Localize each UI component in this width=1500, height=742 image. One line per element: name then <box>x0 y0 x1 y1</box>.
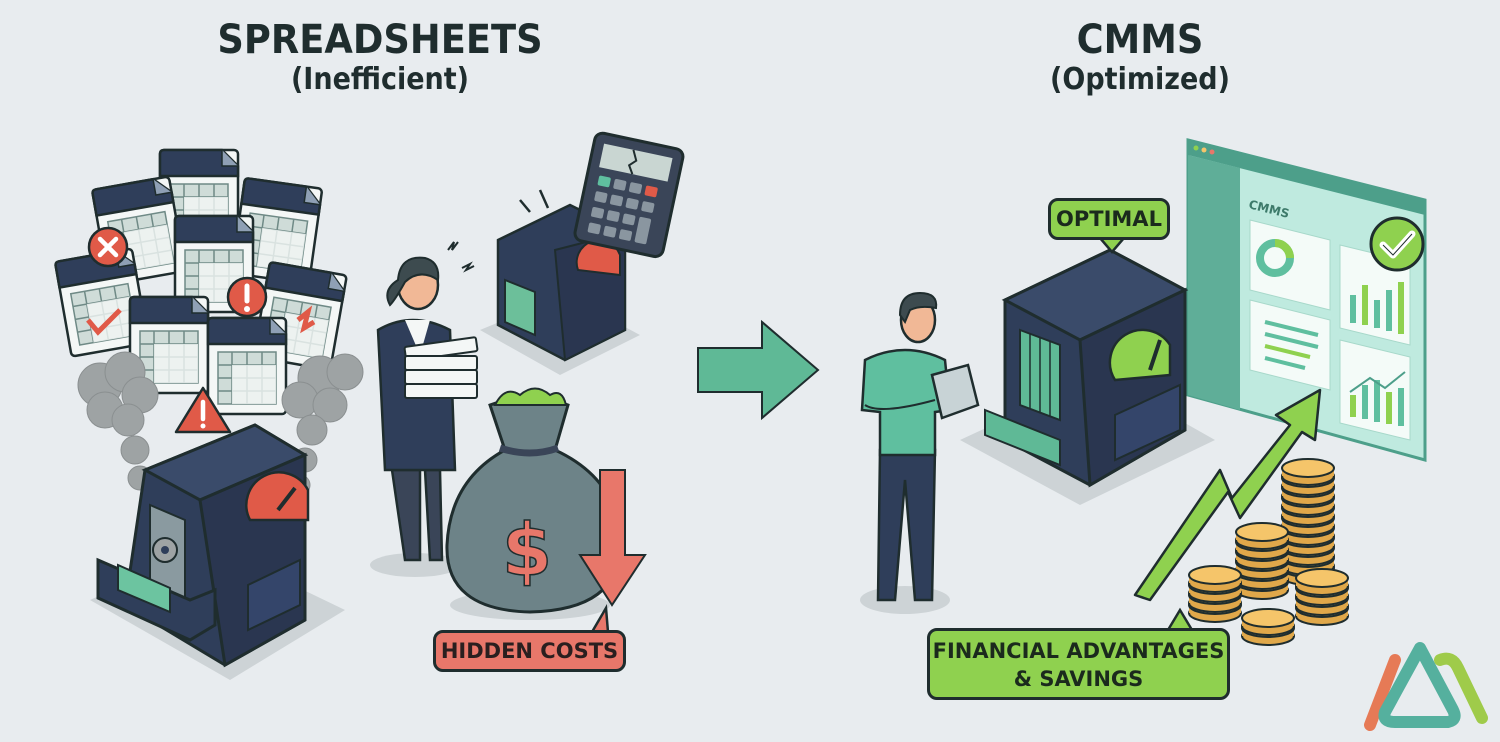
brand-logo <box>1364 642 1488 731</box>
optimal-machine <box>960 248 1215 505</box>
financial-callout-line2: & SAVINGS <box>1013 667 1144 691</box>
overloaded-machine <box>480 189 640 375</box>
financial-advantages-callout: FINANCIAL ADVANTAGES & SAVINGS <box>927 628 1230 700</box>
cmms-title: CMMS <box>1076 17 1204 63</box>
broken-calculator-icon <box>573 131 685 259</box>
financial-callout-line1: FINANCIAL ADVANTAGES <box>932 639 1225 663</box>
down-arrow-icon <box>578 469 647 607</box>
error-x-icon <box>87 226 129 268</box>
stressed-person-icon <box>370 241 479 577</box>
up-trend-arrow-icon <box>1133 388 1322 602</box>
green-gauge-icon <box>1108 328 1172 382</box>
right-arrow-icon <box>697 319 820 421</box>
red-gauge-icon <box>245 471 310 522</box>
dashboard-screen-icon: CMMS <box>1186 138 1427 462</box>
optimal-callout: OPTIMAL <box>1048 198 1170 240</box>
cmms-heading: CMMS (Optimized) <box>1010 18 1270 98</box>
broken-machine <box>90 423 345 680</box>
checkmark-icon <box>1369 216 1425 272</box>
technician-with-tablet-icon <box>860 291 980 614</box>
spreadsheet-pile <box>53 148 349 416</box>
money-bag-icon: $ <box>445 387 622 620</box>
spreadsheets-title: SPREADSHEETS <box>217 17 543 63</box>
warning-triangle-icon <box>174 386 232 434</box>
cmms-subtitle: (Optimized) <box>1050 62 1230 97</box>
spreadsheets-heading: SPREADSHEETS (Inefficient) <box>170 18 590 98</box>
spreadsheets-subtitle: (Inefficient) <box>290 62 470 97</box>
warning-exclamation-icon <box>226 276 268 318</box>
dollar-sign-icon: $ <box>502 508 552 592</box>
hidden-costs-callout: HIDDEN COSTS <box>433 630 626 672</box>
